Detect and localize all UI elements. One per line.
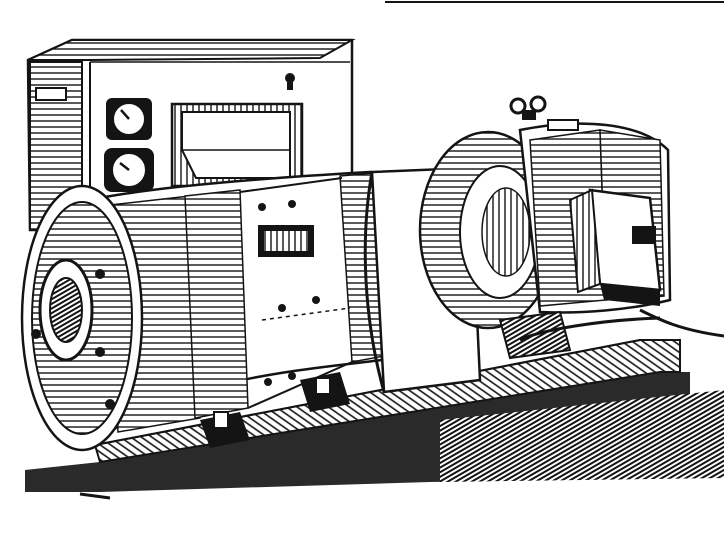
wing-nut-icon (509, 95, 547, 120)
hex-bolt-icon (95, 347, 105, 357)
rivet (278, 304, 286, 312)
inspection-window (170, 102, 304, 188)
ammeter-gauge-icon (106, 98, 152, 140)
side-label-plate (35, 87, 67, 101)
rivet (288, 200, 296, 208)
terminal-box (568, 188, 662, 306)
end-shield (20, 184, 144, 452)
hex-bolt-icon (95, 269, 105, 279)
rivet (312, 296, 320, 304)
hex-bolt-icon (213, 411, 229, 429)
rivet (288, 372, 296, 380)
hex-bolt-icon (315, 377, 331, 395)
hex-bolt-icon (31, 329, 41, 339)
terminal-label-plate (632, 226, 656, 244)
motor-mount (498, 308, 724, 360)
indicator-lamp-icon (285, 73, 295, 90)
voltmeter-gauge-icon (104, 148, 154, 192)
hex-bolt-icon (105, 399, 115, 409)
nameplate (258, 225, 314, 257)
rivet (264, 378, 272, 386)
mounting-feet (200, 372, 350, 448)
motor-top-plate (547, 119, 579, 131)
rivet (258, 203, 266, 211)
